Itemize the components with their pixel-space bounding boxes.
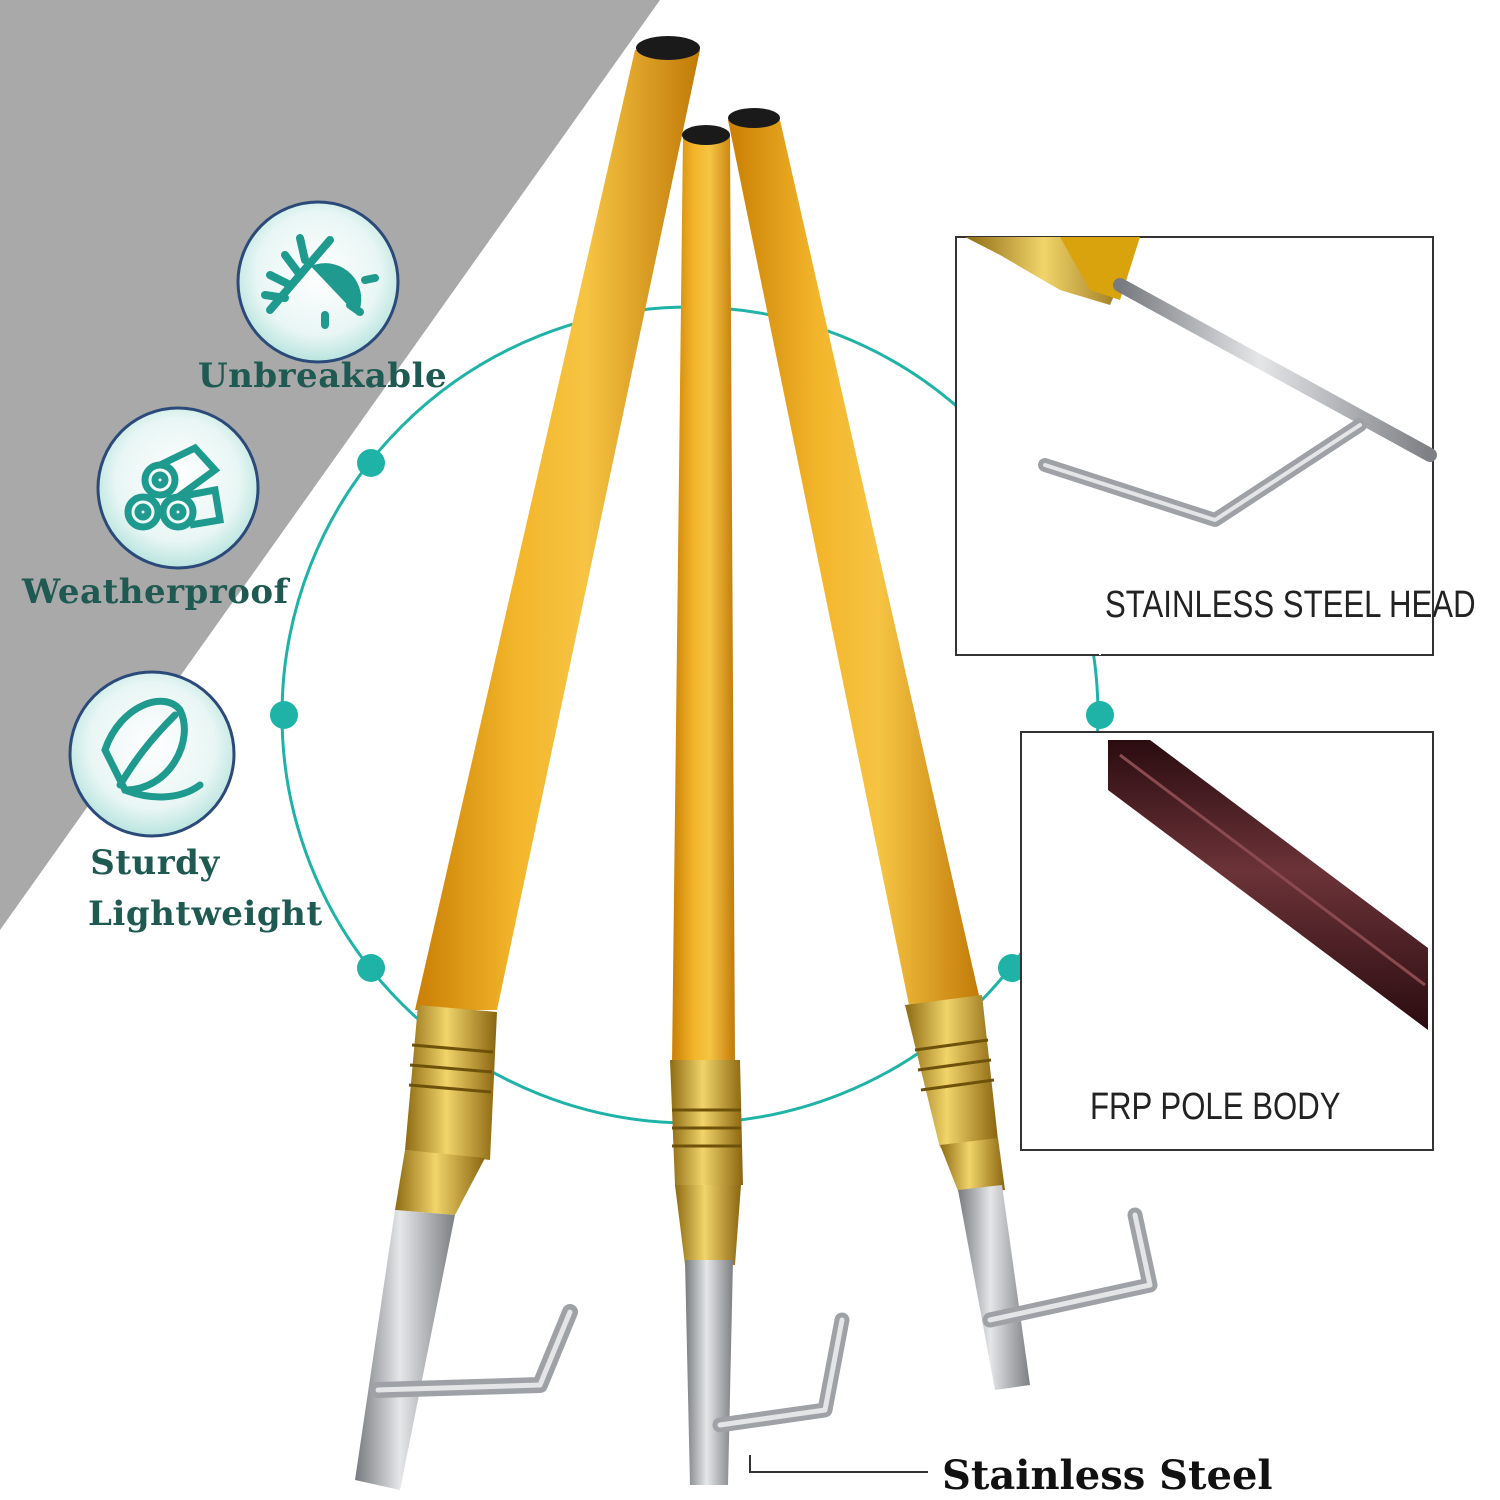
pole-right (728, 108, 1158, 1390)
teal-dot (998, 954, 1026, 982)
panel-label-steel-head: STAINLESS STEEL HEAD (1105, 584, 1476, 626)
pole-middle (670, 125, 850, 1485)
panel-label-frp-body: FRP POLE BODY (1090, 1086, 1341, 1128)
teal-dot (357, 954, 385, 982)
callout-line (749, 1455, 928, 1473)
logs-icon (96, 406, 260, 570)
pole-left (355, 36, 700, 1490)
snowflake-sun-icon (236, 200, 400, 364)
callout-label-stainless-steel: Stainless Steel (942, 1452, 1273, 1499)
feature-label-unbreakable: Unbreakable (198, 356, 448, 396)
teal-dot (1086, 701, 1114, 729)
detail-panel-steel-head (955, 236, 1437, 656)
leaf-icon (68, 670, 236, 838)
feature-label-lightweight: Lightweight (88, 894, 323, 934)
teal-dot (357, 449, 385, 477)
feature-label-sturdy: Sturdy (90, 843, 220, 883)
teal-dot (270, 701, 298, 729)
detail-panel-frp-body (1020, 731, 1434, 1151)
feature-label-weatherproof: Weatherproof (22, 572, 289, 612)
